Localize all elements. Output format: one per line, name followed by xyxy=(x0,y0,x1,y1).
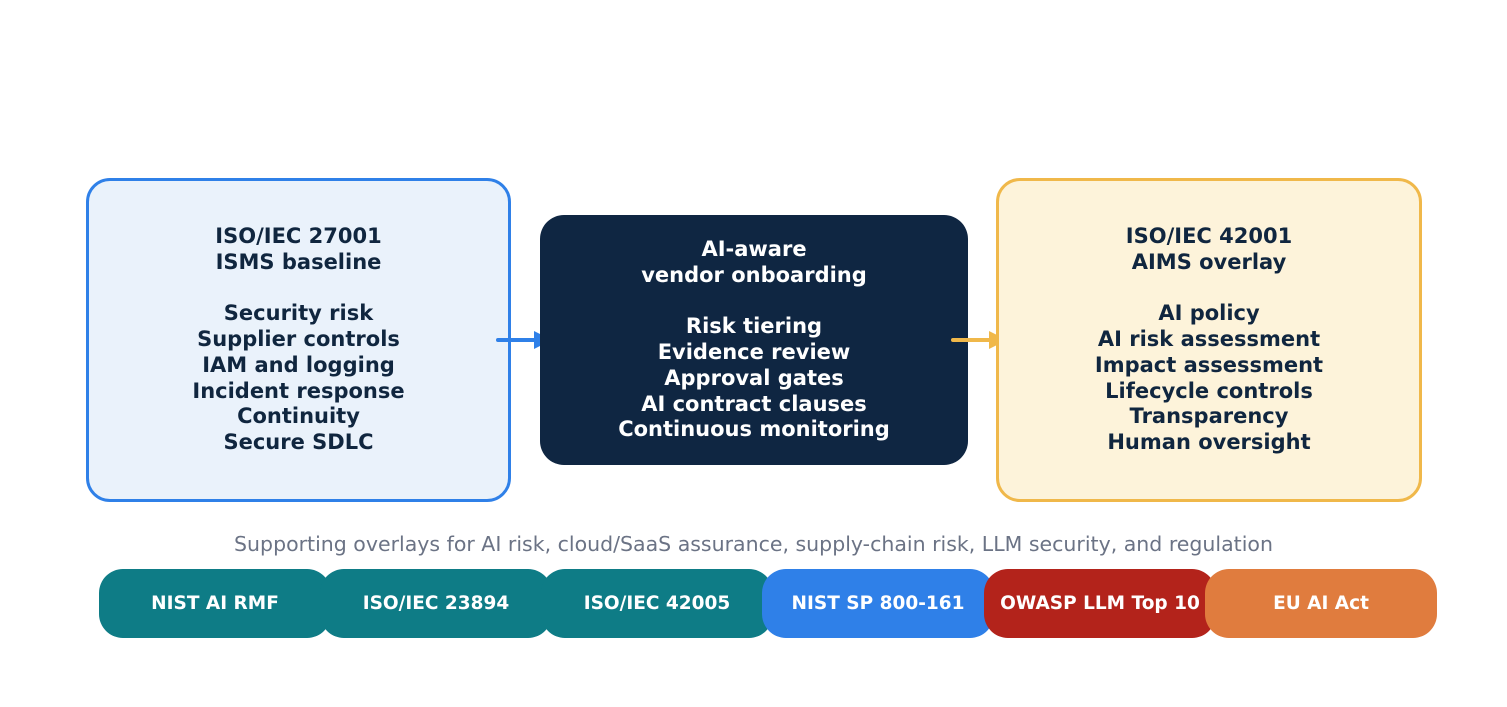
box-item: Evidence review xyxy=(657,340,851,364)
pill-label: EU AI Act xyxy=(1273,593,1369,614)
iso42001-box: ISO/IEC 42001 AIMS overlay AI policy AI … xyxy=(996,178,1422,502)
pill-label: ISO/IEC 23894 xyxy=(362,593,510,614)
box-item: Continuous monitoring xyxy=(618,417,890,442)
box-item: AI risk assessment xyxy=(1097,327,1321,352)
box-item: Human oversight xyxy=(1107,430,1311,455)
box-title-line: ISMS baseline xyxy=(215,249,382,274)
box-item: Lifecycle controls xyxy=(1105,378,1313,403)
box-title-line: AI-aware xyxy=(701,236,807,261)
framework-pill: OWASP LLM Top 10 xyxy=(984,569,1216,638)
box-item: Transparency xyxy=(1129,404,1289,429)
box-title-line: ISO/IEC 42001 xyxy=(1125,223,1293,248)
framework-pill: ISO/IEC 23894 xyxy=(320,569,552,638)
framework-pill: EU AI Act xyxy=(1205,569,1437,638)
box-item: Approval gates xyxy=(664,365,844,390)
box-item: Security risk xyxy=(223,301,374,326)
overlays-caption: Supporting overlays for AI risk, cloud/S… xyxy=(234,532,1273,556)
iso27001-box: ISO/IEC 27001 ISMS baseline Security ris… xyxy=(86,178,511,502)
vendor-onboarding-box: AI-aware vendor onboarding Risk tiering … xyxy=(540,215,968,465)
box-item: AI contract clauses xyxy=(641,391,867,416)
box-title-line: ISO/IEC 27001 xyxy=(215,223,382,248)
box-item: Secure SDLC xyxy=(223,430,374,455)
box-item: Incident response xyxy=(192,378,405,403)
box-item: Supplier controls xyxy=(197,327,400,352)
box-item: IAM and logging xyxy=(202,352,395,377)
framework-pill: NIST AI RMF xyxy=(99,569,331,638)
box-item: Risk tiering xyxy=(685,314,823,339)
pill-label: NIST AI RMF xyxy=(151,593,279,614)
box-title-line: AIMS overlay xyxy=(1131,249,1287,274)
framework-pill: ISO/IEC 42005 xyxy=(541,569,773,638)
pill-label: OWASP LLM Top 10 xyxy=(1000,593,1200,614)
box-item: Impact assessment xyxy=(1094,352,1324,377)
pill-label: ISO/IEC 42005 xyxy=(583,593,731,614)
box-title-line: vendor onboarding xyxy=(641,262,867,287)
pill-label: NIST SP 800-161 xyxy=(791,593,965,614)
box-item: Continuity xyxy=(237,404,360,429)
framework-pill: NIST SP 800-161 xyxy=(762,569,994,638)
box-item: AI policy xyxy=(1158,301,1260,326)
